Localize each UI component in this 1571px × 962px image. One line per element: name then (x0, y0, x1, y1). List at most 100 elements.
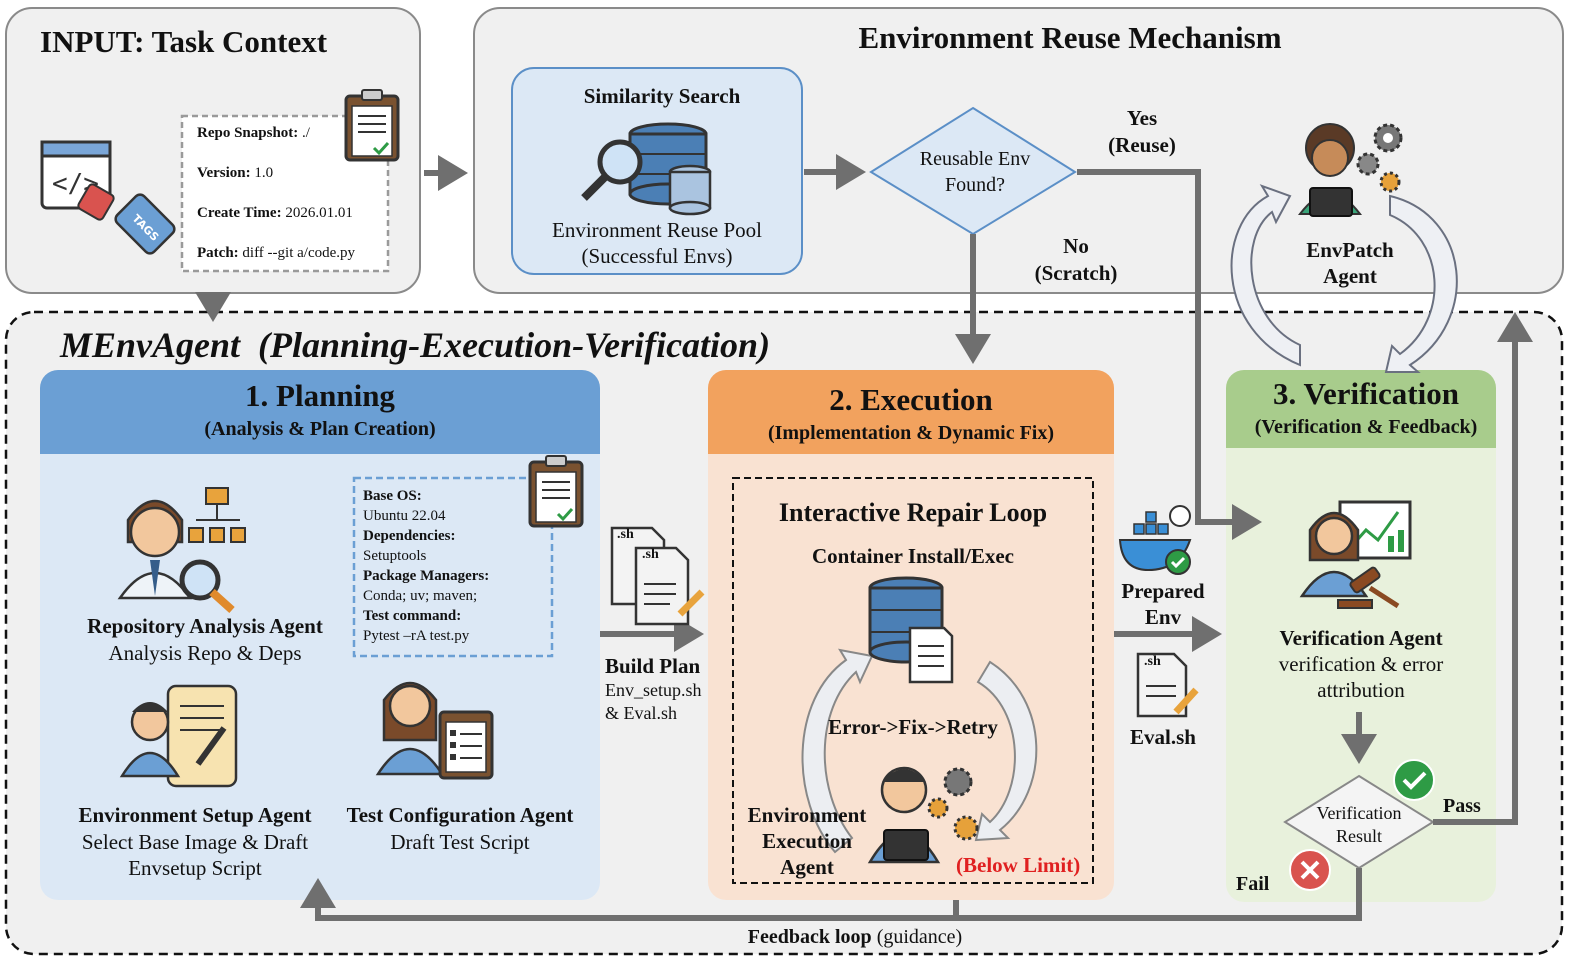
docker-icon (1118, 505, 1192, 575)
file-sh-icon (610, 526, 705, 626)
test-configuration-agent-icon (375, 681, 494, 780)
execution-title: 2. Execution (829, 382, 993, 417)
below-limit-label: (Below Limit) (956, 853, 1081, 877)
env-agent-desc2: Envsetup Script (128, 856, 262, 880)
input-version-line: Version: 1.0 (197, 165, 273, 182)
verification-agent-name: Verification Agent (1279, 626, 1443, 650)
feedback-bold: Feedback loop (747, 926, 872, 948)
execution-subtitle: (Implementation & Dynamic Fix) (767, 422, 1055, 444)
verification-header (1226, 370, 1496, 448)
org-chart-icon (188, 487, 246, 543)
repo-agent-name: Repository Analysis Agent (87, 614, 323, 638)
planning-header (40, 370, 600, 454)
prepared-line1: Prepared (1121, 579, 1205, 603)
patch-key: Patch: (197, 245, 239, 261)
base-os-key: Base OS: (363, 488, 422, 504)
repository-agent-icon (117, 499, 235, 613)
base-os-value: Ubuntu 22.04 (363, 508, 446, 524)
prepared-line2: Env (1144, 605, 1182, 629)
file-sh-icon (1136, 652, 1199, 718)
no-label-2: (Scratch) (1034, 261, 1118, 285)
result-line1: Verification (1316, 803, 1402, 823)
result-line2: Result (1335, 826, 1382, 846)
env-agent-desc1: Select Base Image & Draft (81, 830, 309, 854)
menvagent-title: MEnvAgent (Planning-Execution-Verificati… (60, 325, 771, 365)
test-agent-name: Test Configuration Agent (346, 803, 574, 827)
planning-subtitle: (Analysis & Plan Creation) (204, 418, 436, 440)
input-patch-line: Patch: diff --git a/code.py (197, 245, 355, 262)
planning-spec: Base OS: Ubuntu 22.04 Dependencies: Setu… (363, 486, 489, 646)
input-repo-line: Repo Snapshot: ./ (197, 125, 310, 142)
envpatch-line1: EnvPatch (1306, 238, 1394, 262)
feedback-label: Feedback loop (guidance) (620, 926, 1090, 949)
clipboard-icon (528, 455, 584, 528)
arrow-yes-to-verification (1077, 169, 1262, 540)
pm-key: Package Managers: (363, 568, 490, 584)
repair-loop-box (732, 477, 1094, 884)
eval-label: Eval.sh (1130, 725, 1196, 749)
yes-label-1: Yes (1126, 106, 1158, 130)
deps-key: Dependencies: (363, 528, 456, 544)
repo-key: Repo Snapshot: (197, 125, 299, 141)
verification-subtitle: (Verification & Feedback) (1254, 416, 1478, 438)
container-label: Container Install/Exec (811, 544, 1015, 568)
search-database-icon (581, 122, 712, 216)
version-key: Version: (197, 165, 251, 181)
reuse-title: Environment Reuse Mechanism (858, 20, 1282, 55)
envpatch-line2: Agent (1323, 264, 1377, 288)
arrow-fail-feedback (300, 868, 1362, 921)
build-file-label-1: .sh (617, 527, 634, 542)
deps-value: Setuptools (363, 548, 427, 564)
env-agent-name: Environment Setup Agent (78, 803, 312, 827)
gear-icon (1356, 123, 1403, 193)
input-title: INPUT: Task Context (40, 24, 328, 59)
gavel-icon (1337, 566, 1400, 609)
feedback-normal: (guidance) (871, 926, 963, 948)
tag-icon: TAGS (77, 183, 176, 255)
exec-agent-line2: Execution (762, 829, 852, 853)
input-time-line: Create Time: 2026.01.01 (197, 205, 353, 222)
build-plan-line2: & Eval.sh (605, 703, 677, 723)
pool-line2: (Successful Envs) (581, 244, 733, 268)
decision-line1: Reusable Env (919, 148, 1031, 170)
eval-file-label: .sh (1144, 654, 1161, 669)
clipboard-icon (344, 89, 400, 162)
build-file-label-2: .sh (642, 547, 659, 562)
test-key: Test command: (363, 608, 462, 624)
pass-label: Pass (1443, 795, 1481, 817)
build-plan-line1: Env_setup.sh (605, 680, 702, 700)
time-value: 2026.01.01 (285, 205, 353, 221)
cycle-label: Error->Fix->Retry (828, 715, 998, 739)
repo-value: ./ (302, 125, 310, 141)
similarity-title: Similarity Search (583, 84, 741, 108)
time-key: Create Time: (197, 205, 282, 221)
check-icon (1393, 759, 1435, 801)
planning-card (352, 476, 554, 658)
exec-agent-line3: Agent (780, 855, 834, 879)
fail-label: Fail (1236, 873, 1270, 895)
test-value: Pytest –rA test.py (363, 628, 470, 644)
version-value: 1.0 (254, 165, 274, 181)
arrow-pass-to-envpatch (1433, 312, 1533, 825)
execution-agent-icon (867, 766, 979, 864)
planning-title: 1. Planning (245, 378, 395, 413)
build-plan-title: Build Plan (605, 654, 701, 678)
environment-setup-agent-icon (119, 684, 238, 788)
pm-value: Conda; uv; maven; (363, 588, 478, 604)
verification-agent-desc2: attribution (1317, 678, 1405, 702)
test-agent-desc: Draft Test Script (390, 830, 530, 854)
patch-value: diff --git a/code.py (242, 245, 356, 261)
decision-line2: Found? (945, 174, 1005, 196)
cross-icon (1289, 849, 1331, 891)
repair-loop-title: Interactive Repair Loop (778, 498, 1048, 527)
exec-agent-line1: Environment (747, 803, 867, 827)
database-icon (868, 576, 954, 684)
no-label-1: No (1063, 234, 1089, 258)
person-icon (1297, 123, 1363, 217)
pool-line1: Environment Reuse Pool (552, 218, 762, 242)
verification-agent-desc1: verification & error (1278, 652, 1444, 676)
verification-agent-icon (1299, 500, 1412, 598)
yes-label-2: (Reuse) (1108, 133, 1176, 157)
execution-header (708, 370, 1114, 454)
